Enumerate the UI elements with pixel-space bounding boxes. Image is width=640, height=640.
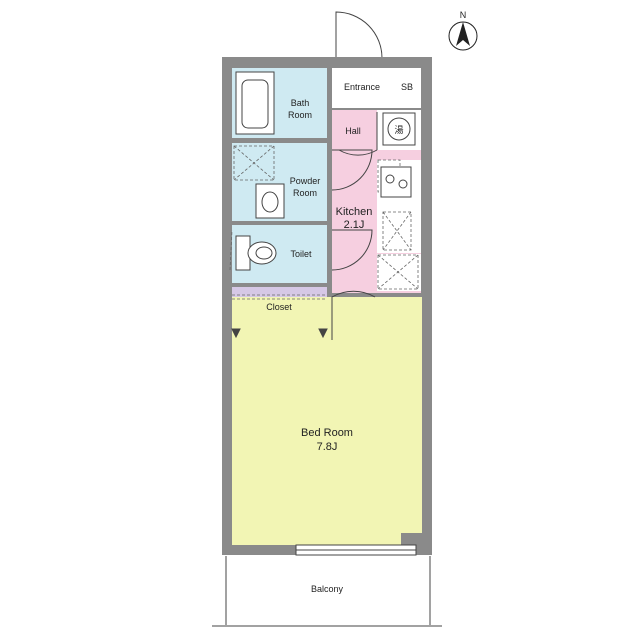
bedroom-column	[401, 533, 422, 548]
interior-doors	[231, 112, 378, 340]
bedroom-label-2: 7.8J	[317, 441, 338, 453]
water-heater-label: 湯	[394, 125, 403, 135]
entrance-door	[335, 11, 383, 59]
entrance	[332, 68, 394, 108]
kitchen-label-1: Kitchen	[336, 206, 373, 218]
balcony-label: Balcony	[311, 584, 344, 594]
north-compass: N	[448, 10, 478, 51]
balcony	[212, 556, 442, 627]
toilet-icon	[235, 235, 277, 271]
bathtub-icon	[235, 71, 275, 135]
powder-label-2: Room	[293, 188, 317, 198]
hall-label: Hall	[345, 126, 361, 136]
toilet-label: Toilet	[290, 249, 312, 259]
water-heater-icon: 湯	[382, 112, 416, 146]
hall	[332, 110, 377, 150]
compass-label: N	[460, 10, 467, 20]
bath-label-2: Room	[288, 110, 312, 120]
sb-label: SB	[401, 82, 413, 92]
closet-label: Closet	[266, 302, 292, 312]
sink-icon	[255, 183, 285, 219]
stove-icon	[380, 166, 412, 198]
kitchen-label-2: 2.1J	[344, 219, 365, 231]
powder-label-1: Powder	[290, 176, 321, 186]
bedroom-upper	[232, 329, 332, 359]
bath-label-1: Bath	[291, 98, 310, 108]
shoe-box	[394, 68, 421, 108]
bedroom-label-1: Bed Room	[301, 427, 353, 439]
entrance-label: Entrance	[344, 82, 380, 92]
